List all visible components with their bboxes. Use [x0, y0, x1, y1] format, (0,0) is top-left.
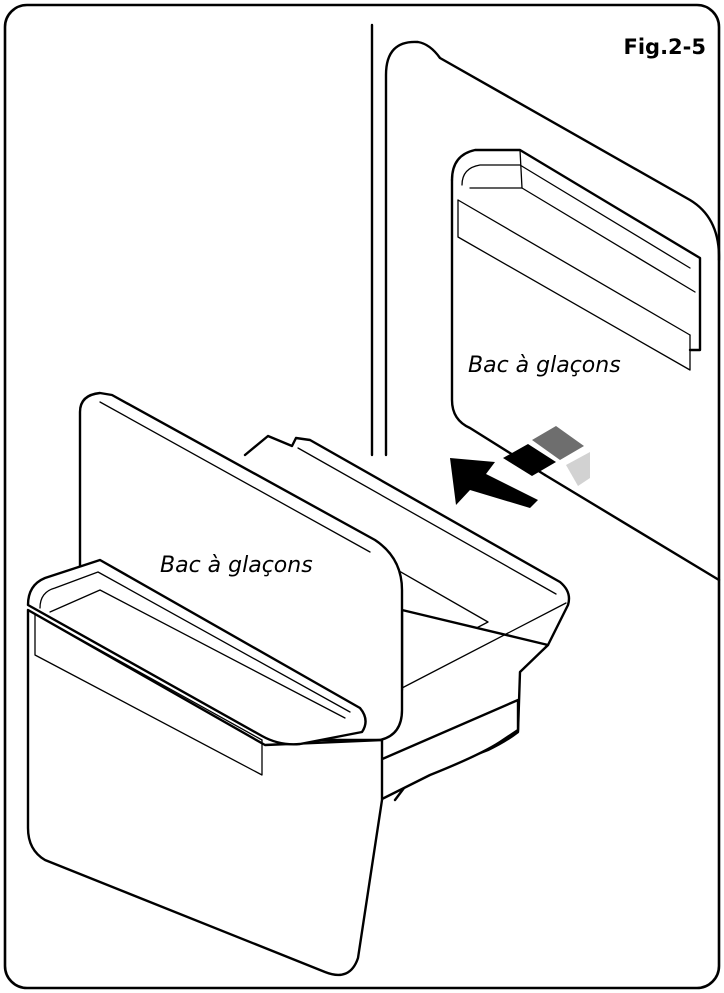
figure-label: Fig.2-5 [624, 35, 707, 59]
compartment-outline [384, 40, 721, 457]
bin-rear-rim [297, 447, 557, 595]
ice-bin: Bac à glaçons [26, 391, 571, 977]
bin-handle-face [34, 613, 263, 776]
freezer-compartment: Bac à glaçons [370, 23, 721, 582]
back-tray-inner-edge [519, 149, 523, 189]
arrow-segment-dark [503, 444, 556, 476]
bin-label: Bac à glaçons [160, 553, 313, 578]
bin-bucket-body [26, 608, 384, 977]
bin-handle-tray-inner [49, 589, 346, 719]
back-tray-lip [457, 199, 691, 371]
compartment-floor-line [543, 473, 721, 582]
arrow-head [450, 458, 538, 508]
arrow-segment-mid [532, 426, 584, 460]
compartment-label: Bac à glaçons [468, 353, 621, 378]
back-tray-lip-top [457, 199, 691, 336]
compartment-front-wall [450, 178, 547, 477]
bin-handle-tray [26, 558, 367, 746]
bin-side-lip [401, 602, 567, 689]
back-tray-rim [461, 164, 691, 269]
arrow-segment-light [566, 452, 590, 486]
back-tray-body [450, 148, 702, 352]
pull-out-arrow-icon [450, 426, 590, 508]
bin-handle-tray-rim [39, 571, 351, 713]
bin-front-panel-edge [99, 401, 371, 553]
bin-handle-face-top [34, 613, 263, 741]
bin-side-face [378, 698, 520, 802]
bin-rear-top [243, 434, 571, 674]
